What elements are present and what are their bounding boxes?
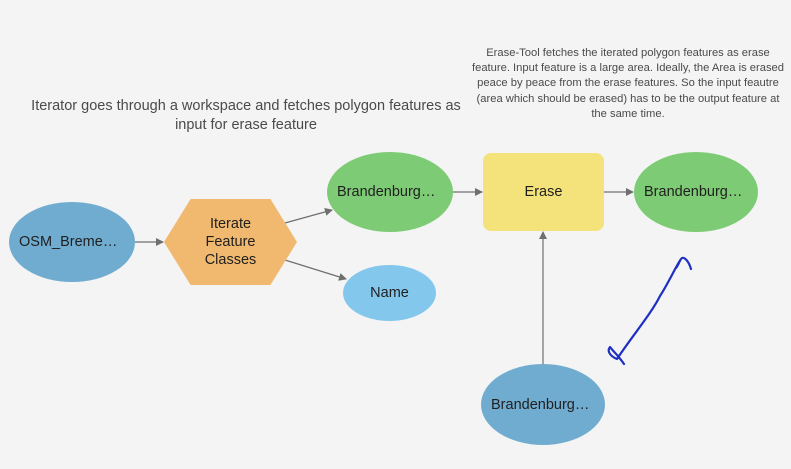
erase-tool-node[interactable]: Erase — [483, 153, 604, 231]
brandenburg-input-node[interactable]: Brandenburg_… — [481, 364, 605, 445]
handwritten-arrow-annotation — [607, 256, 693, 366]
osm-bremen-input-node[interactable]: OSM_Bremen… — [9, 202, 135, 282]
brandenburg-input-label: Brandenburg_… — [491, 396, 595, 413]
erase-annotation: Erase-Tool fetches the iterated polygon … — [472, 47, 784, 120]
iterate-feature-classes-label: Iterate Feature Classes — [204, 216, 257, 268]
brandenburg-output-label: Brandenburg_… — [644, 184, 748, 200]
brandenburg-iterated-node[interactable]: Brandenburg_… — [327, 152, 453, 232]
osm-bremen-label: OSM_Bremen… — [19, 234, 125, 250]
iterator-annotation: Iterator goes through a workspace and fe… — [31, 98, 461, 133]
brandenburg-output-node[interactable]: Brandenburg_… — [634, 152, 758, 232]
iterate-feature-classes-node[interactable]: Iterate Feature Classes — [164, 199, 297, 285]
name-value-label: Name — [370, 285, 409, 301]
connector-iterator-to-brandenburg — [284, 208, 333, 224]
connector-iterator-to-name — [284, 259, 347, 281]
brandenburg-iterated-label: Brandenburg_… — [337, 184, 443, 200]
name-value-node[interactable]: Name — [343, 265, 436, 321]
erase-tool-label: Erase — [524, 184, 563, 200]
